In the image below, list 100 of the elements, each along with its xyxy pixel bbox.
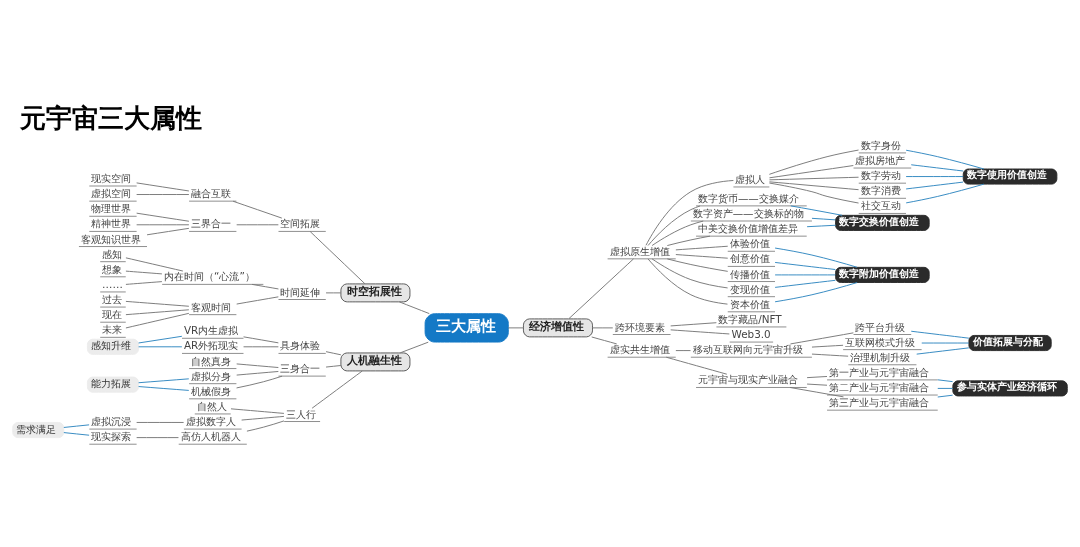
connector (63, 424, 90, 428)
node-text: 高仿人机器人 (180, 430, 241, 443)
node-text: 移动互联网向元宇宙升级 (692, 343, 803, 356)
node-text: 虚拟人 (735, 172, 766, 185)
node-box: 三大属性 (424, 313, 509, 343)
node-text: 现在 (102, 308, 123, 321)
node-text: 时间延伸 (280, 285, 321, 298)
node-text: 虚拟沉浸 (91, 415, 132, 428)
node-text: 机械假身 (191, 384, 231, 397)
node-text: 具身体验 (280, 339, 321, 352)
node-box: 时空拓展性 (340, 283, 411, 303)
node-text: 数字消费 (860, 184, 901, 197)
connector (398, 301, 430, 315)
node-text: 精神世界 (91, 217, 132, 230)
node-text: 三界合一 (191, 217, 231, 230)
connector (675, 254, 729, 259)
connector (136, 194, 190, 195)
connector (311, 370, 363, 409)
connector (768, 149, 860, 175)
node-text: 第三产业与元宇宙融合 (828, 396, 929, 409)
connector (774, 247, 858, 268)
node-text: 创意价值 (729, 252, 770, 265)
connector (507, 327, 524, 329)
connector (774, 279, 836, 288)
connector (138, 346, 183, 348)
connector (125, 309, 190, 316)
node-text: 虚拟原生增值 (609, 244, 670, 257)
connector (774, 282, 858, 303)
connector (769, 176, 860, 181)
connector (125, 281, 163, 285)
node-text: 变现价值 (729, 282, 770, 295)
node-text: 跨平台升级 (855, 320, 906, 333)
connector (125, 300, 190, 307)
connector (910, 330, 970, 339)
connector (136, 422, 185, 423)
node-text: 第二产业与元宇宙融合 (828, 381, 929, 394)
node-box: 数字附加价值创造 (835, 266, 930, 283)
node-text: 资本价值 (729, 297, 770, 310)
node-text: 现实空间 (91, 172, 132, 185)
connector (806, 224, 837, 228)
node-text: 数字藏品/NFT (718, 312, 782, 325)
connector (921, 342, 970, 344)
connector (325, 292, 342, 294)
connector (774, 261, 836, 270)
connector (325, 351, 342, 356)
connector (246, 420, 285, 432)
connector (916, 347, 970, 355)
connector (806, 376, 828, 379)
node-text: 数字资产——交换标的物 (692, 207, 804, 220)
node-text: 客观知识世界 (80, 232, 141, 245)
connector (138, 335, 183, 344)
connector (645, 180, 734, 246)
connector (136, 224, 190, 226)
diagram-title: 元宇宙三大属性 (20, 101, 203, 133)
connector (236, 371, 279, 376)
connector (905, 183, 985, 204)
connector (591, 336, 618, 345)
connector (811, 344, 844, 348)
connector (251, 283, 279, 290)
node-text: AR外拓现实 (183, 339, 239, 352)
node-text: 客观时间 (191, 300, 231, 313)
node-text: 现实探索 (91, 430, 132, 443)
node-text: 治理机制升级 (850, 350, 911, 363)
connector (243, 346, 279, 348)
connector (651, 258, 729, 289)
connector (125, 270, 163, 275)
connector (790, 332, 854, 345)
connector (665, 356, 728, 375)
connector (136, 212, 190, 222)
connector (790, 205, 843, 216)
node-text: VR内生虚拟 (183, 324, 239, 337)
node-text: 感知 (102, 247, 123, 260)
node-text: 数字身份 (860, 138, 901, 151)
connector (236, 224, 279, 226)
node-box: 能力拓展 (86, 376, 139, 393)
node-text: 三身合一 (280, 362, 321, 375)
connector (592, 327, 614, 329)
connector (236, 375, 283, 389)
node-text: Web3.0 (731, 328, 771, 341)
connector (769, 165, 854, 179)
connector (905, 176, 964, 178)
connector (647, 205, 701, 246)
node-box: 价值拓展与分配 (968, 334, 1052, 352)
connector (651, 220, 704, 246)
connector (399, 341, 429, 354)
node-text: 跨环境要素 (614, 320, 665, 333)
node-text: 虚拟分身 (191, 369, 231, 382)
node-text: 虚拟数字人 (185, 415, 236, 428)
connector (811, 353, 849, 357)
connector (136, 437, 179, 439)
connector (937, 394, 954, 398)
connector (138, 378, 190, 384)
connector (125, 312, 190, 329)
connector (647, 258, 728, 305)
node-text: 传播价值 (729, 267, 770, 280)
connector (768, 182, 860, 204)
connector (905, 149, 985, 170)
node-box: 人机融生性 (340, 352, 411, 372)
connector (309, 231, 366, 285)
connector (910, 164, 964, 172)
